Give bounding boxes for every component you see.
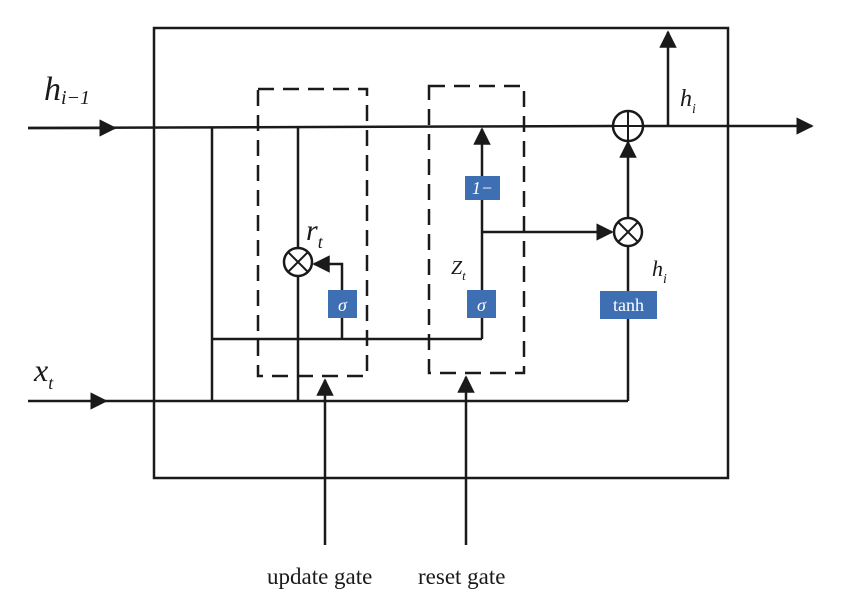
h-output-label: hi [680,86,696,117]
x-input-label: xt [33,352,54,393]
r-gate-label: rt [306,214,324,252]
tanh-label: tanh [613,295,644,315]
sigma-update-to-multiply-arrow [312,255,344,290]
h-candidate-label: hi [652,256,667,287]
reset-gate-caption: reset gate [418,564,505,589]
sigma-reset-label: σ [477,295,487,315]
tanh-box: tanh [600,291,657,319]
one-minus-box: 1− [465,176,500,200]
cell-frame [152,26,730,480]
sigma-update-box: σ [328,290,357,318]
multiply-operator-update [282,246,314,278]
z-gate-label: Zt [451,257,466,283]
hidden-state-line [27,124,614,130]
one-minus-label: 1− [472,178,493,198]
update-gate-region [256,87,369,378]
h-prev-label: hi−1 [44,71,90,109]
update-gate-caption: update gate [267,564,372,589]
sigma-update-label: σ [338,295,348,315]
multiply-operator-candidate [612,216,644,248]
sigma-reset-box: σ [467,290,496,318]
reset-gate-region [427,84,526,375]
add-operator [611,109,645,143]
